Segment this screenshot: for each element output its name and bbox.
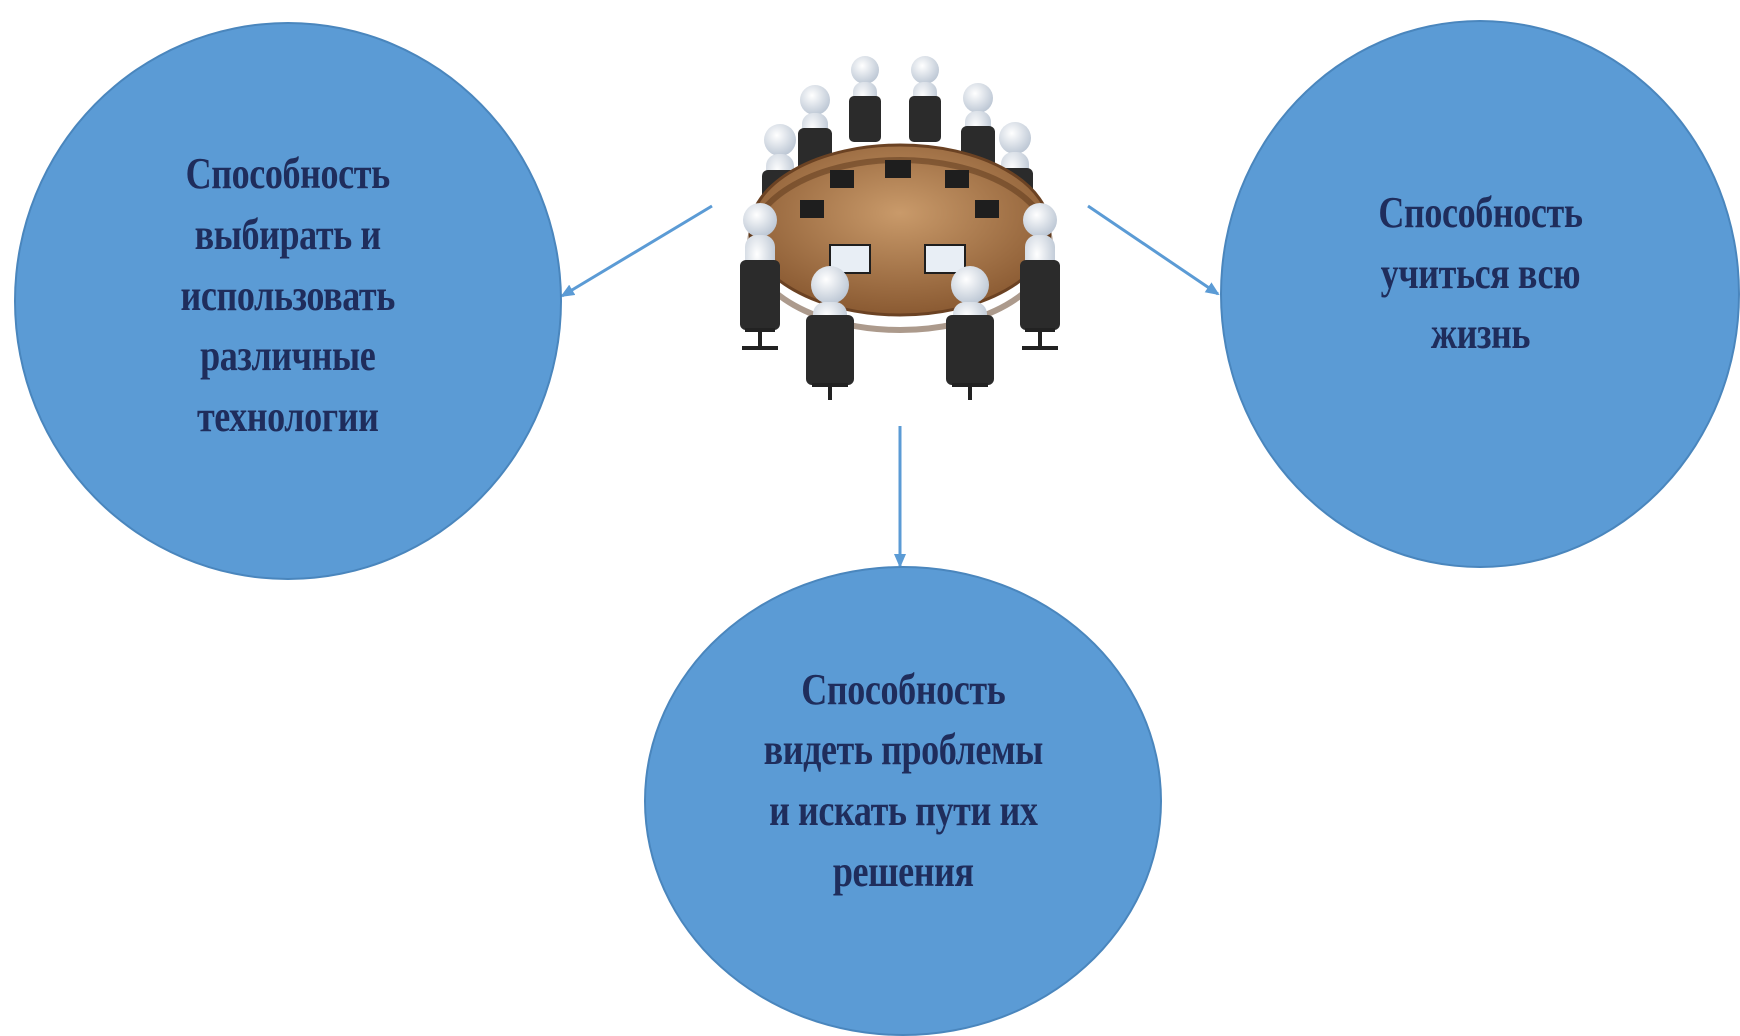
node-bottom-line: решения [832, 846, 974, 896]
node-bottom-text: Способность видеть проблемы и искать пут… [763, 660, 1043, 903]
node-bottom-line: и искать пути их [768, 786, 1038, 835]
node-left-line: выбирать и [194, 209, 382, 259]
arrow-to-right [1087, 204, 1220, 296]
node-bottom-line: видеть проблемы [763, 725, 1043, 775]
round-table [747, 143, 1053, 333]
node-left-line: использовать [180, 270, 396, 320]
node-bottom-line: Способность [800, 664, 1006, 714]
node-right-circle: Способность учиться всю жизнь [1220, 20, 1740, 568]
node-left-line: Способность [185, 149, 391, 199]
node-right-line: жизнь [1430, 309, 1530, 359]
node-right-line: Способность [1377, 187, 1583, 237]
meeting-round-table-icon [740, 56, 1060, 400]
node-right-text: Способность учиться всю жизнь [1377, 183, 1583, 365]
node-left-line: технологии [197, 392, 379, 442]
arrow-to-left [560, 204, 713, 298]
node-left-circle: Способность выбирать и использовать разл… [14, 22, 562, 580]
node-left-text: Способность выбирать и использовать разл… [180, 144, 396, 448]
node-right-line: учиться всю [1380, 248, 1580, 298]
front-row-people [740, 203, 1060, 400]
node-left-line: различные [200, 331, 376, 381]
node-bottom-circle: Способность видеть проблемы и искать пут… [644, 566, 1162, 1036]
